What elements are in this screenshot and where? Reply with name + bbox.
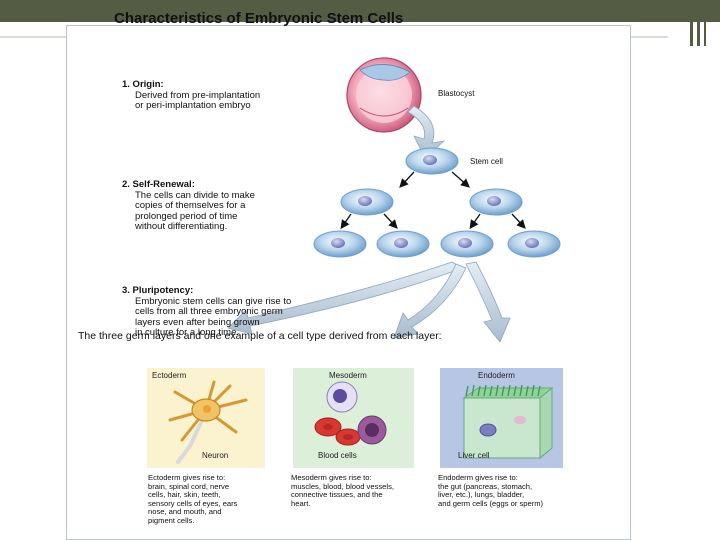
desc-line: sensory cells of eyes, ears xyxy=(148,498,238,508)
section-body: Embryonic stem cells can give rise to ce… xyxy=(122,295,362,339)
neuron-label: Neuron xyxy=(202,451,229,460)
section-line: Derived from pre-implantation xyxy=(135,89,261,101)
endoderm-title: Endoderm xyxy=(478,371,515,380)
desc-line: pigment cells. xyxy=(148,515,195,525)
desc-line: Endoderm gives rise to: xyxy=(438,473,518,482)
section-line: prolonged period of time xyxy=(135,210,238,222)
slide-accent-bar xyxy=(697,0,700,46)
mesoderm-panel-bg xyxy=(293,368,414,468)
blood-cells-label: Blood cells xyxy=(318,451,357,460)
blastocyst-illustration xyxy=(346,57,422,133)
section-pluripotency: 3. Pluripotency: Embryonic stem cells ca… xyxy=(122,285,362,339)
section-line: in culture for a long time. xyxy=(135,327,240,338)
section-line: layers even after being grown xyxy=(135,316,260,328)
division-arrows xyxy=(340,171,526,230)
liver-cell-illustration xyxy=(462,384,554,460)
blastocyst-label: Blastocyst xyxy=(438,89,475,98)
section-body: The cells can divide to make copies of t… xyxy=(122,189,322,233)
desc-line: liver, etc.), lungs, bladder, xyxy=(438,490,525,500)
desc-line: brain, spinal cord, nerve xyxy=(148,481,230,491)
section-line: The cells can divide to make xyxy=(135,189,255,201)
slide-top-bar xyxy=(0,0,720,22)
section-origin: 1. Origin: Derived from pre-implantation… xyxy=(122,79,322,112)
ectoderm-description: Ectoderm gives rise to: brain, spinal co… xyxy=(148,473,288,526)
section-heading: 1. Origin: xyxy=(122,79,164,90)
desc-line: connective tissues, and the xyxy=(291,490,383,500)
stem-cell-tree xyxy=(313,147,561,258)
section-line: or peri-implantation embryo xyxy=(135,100,251,111)
section-line: without differentiating. xyxy=(135,221,228,232)
differentiation-arrows xyxy=(227,261,511,343)
liver-cell-label: Liver cell xyxy=(458,451,490,460)
mesoderm-description: Mesoderm gives rise to: muscles, blood, … xyxy=(291,473,436,508)
desc-line: cells, hair, skin, teeth, xyxy=(148,490,221,500)
slide-top-gap xyxy=(0,22,720,25)
figure-title: Characteristics of Embryonic Stem Cells xyxy=(114,10,404,27)
endoderm-description: Endoderm gives rise to: the gut (pancrea… xyxy=(438,473,588,508)
section-heading: 3. Pluripotency: xyxy=(122,285,194,296)
desc-line: heart. xyxy=(291,498,311,508)
stem-cell-label: Stem cell xyxy=(470,157,503,166)
section-heading: 2. Self-Renewal: xyxy=(122,179,195,190)
blood-cells-illustration xyxy=(314,381,387,446)
germ-layers-caption: The three germ layers and one example of… xyxy=(78,330,442,342)
desc-line: nose, and mouth, and xyxy=(148,507,222,517)
section-line: copies of themselves for a xyxy=(135,200,246,211)
desc-line: Ectoderm gives rise to: xyxy=(148,473,226,482)
ectoderm-title: Ectoderm xyxy=(152,371,187,380)
neuron-illustration xyxy=(168,380,248,464)
slide-accent-bar xyxy=(690,0,693,46)
desc-line: the gut (pancreas, stomach, xyxy=(438,481,533,491)
blastocyst-to-stem-arrow xyxy=(407,105,446,159)
section-line: Embryonic stem cells can give rise to xyxy=(135,295,292,307)
slide-accent-bar xyxy=(704,0,706,46)
desc-line: and germ cells (eggs or sperm) xyxy=(438,498,544,508)
desc-line: muscles, blood, blood vessels, xyxy=(291,481,394,491)
mesoderm-title: Mesoderm xyxy=(329,371,367,380)
section-line: cells from all three embryonic germ xyxy=(135,306,283,317)
section-body: Derived from pre-implantation or peri-im… xyxy=(122,89,322,112)
desc-line: Mesoderm gives rise to: xyxy=(291,473,372,482)
section-self-renewal: 2. Self-Renewal: The cells can divide to… xyxy=(122,179,322,233)
